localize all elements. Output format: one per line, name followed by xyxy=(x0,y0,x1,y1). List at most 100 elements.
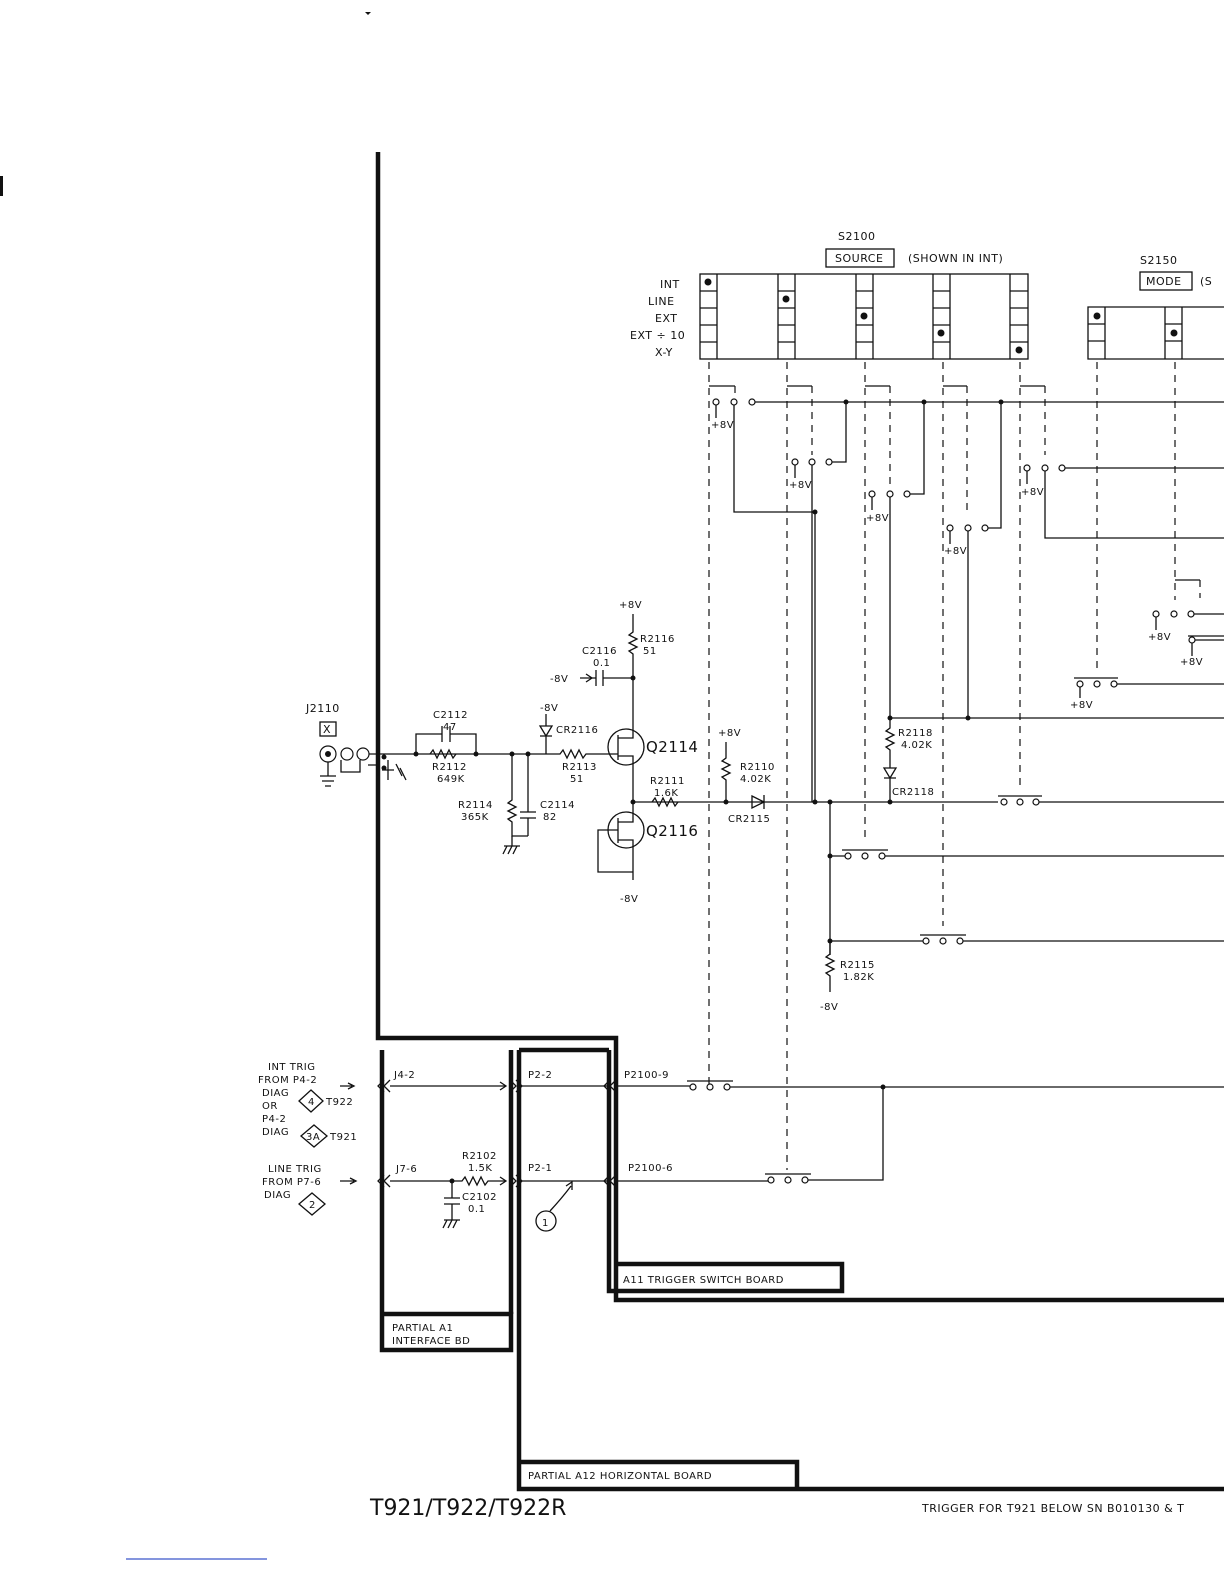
source-switch-body xyxy=(699,273,1029,360)
selected-xy-indicator xyxy=(1015,346,1023,354)
footer-caption: TRIGGER FOR T921 BELOW SN B010130 & T xyxy=(921,1502,1184,1515)
a12-board-label: PARTIAL A12 HORIZONTAL BOARD xyxy=(528,1471,712,1482)
mode-switch-note: (S xyxy=(1200,275,1212,288)
j2110-name: J2110 xyxy=(305,702,340,715)
c2102-ref: C2102 xyxy=(462,1192,497,1203)
r2115: R2115 1.82K -8V xyxy=(820,941,875,1013)
r2113-value: 51 xyxy=(570,774,584,785)
r2118-value: 4.02K xyxy=(901,740,932,751)
selected-int-indicator xyxy=(704,278,712,286)
int-trig-from: FROM P4-2 xyxy=(258,1075,317,1086)
top-mark xyxy=(365,12,371,15)
int-trig-label: INT TRIG xyxy=(268,1062,315,1073)
signal-wiring xyxy=(630,399,1224,955)
a11-board-outline xyxy=(606,1050,845,1294)
r2111-ref: R2111 xyxy=(650,776,685,787)
a12-board-outline xyxy=(516,1050,1224,1492)
c2114-value: 82 xyxy=(543,812,557,823)
int-trig-diag-2: DIAG xyxy=(262,1127,289,1138)
r2110-supply: +8V xyxy=(718,728,741,739)
c2102-value: 0.1 xyxy=(468,1204,485,1215)
int-trig-or: OR xyxy=(262,1101,278,1112)
line-diag-2: 2 xyxy=(309,1200,316,1211)
callout-1-number: 1 xyxy=(542,1218,549,1229)
switch-linkages xyxy=(708,362,1201,1170)
mode-switch-name: S2150 xyxy=(1140,254,1177,267)
j4-2-label: J4-2 xyxy=(393,1070,415,1081)
int-model-t922: T922 xyxy=(325,1097,353,1108)
r2116-value: 51 xyxy=(643,646,657,657)
r2114-ref: R2114 xyxy=(458,800,493,811)
a1-board-label-2: INTERFACE BD xyxy=(392,1336,470,1347)
int-diag-3a: 3A xyxy=(306,1132,320,1143)
r2110-ref: R2110 xyxy=(740,762,775,773)
q2114-q2116-stage: +8V R2116 51 -8V C2116 0.1 Q2114 Q2116 -… xyxy=(550,600,775,905)
svg-text:+8V: +8V xyxy=(711,420,734,431)
ground-bus xyxy=(375,152,1224,1303)
p2-2-label: P2-2 xyxy=(528,1070,552,1081)
a12-label-box xyxy=(519,1459,800,1489)
j2110-mark: X xyxy=(323,723,331,736)
c2112-ref: C2112 xyxy=(433,710,468,721)
mode-switch-label: MODE xyxy=(1146,275,1182,288)
r2112-ref: R2112 xyxy=(432,762,467,773)
cr2116-ref: CR2116 xyxy=(556,725,598,736)
r2112-value: 649K xyxy=(437,774,465,785)
j2110-input: J2110 X C2112 47 R2112 649K R2114 365K C… xyxy=(305,702,612,855)
svg-text:+8V: +8V xyxy=(1148,632,1171,643)
r2118-ref: R2118 xyxy=(898,728,933,739)
a1-board-label-1: PARTIAL A1 xyxy=(392,1323,453,1334)
svg-text:+8V: +8V xyxy=(1021,487,1044,498)
cr2118-ref: CR2118 xyxy=(892,787,934,798)
cr2115-ref: CR2115 xyxy=(728,814,770,825)
q2116-ref: Q2116 xyxy=(646,822,698,840)
r2111-value: 1.6K xyxy=(654,788,678,799)
line-trig-diag: DIAG xyxy=(264,1190,291,1201)
r2115-ref: R2115 xyxy=(840,960,875,971)
r2113-ref: R2113 xyxy=(562,762,597,773)
a1-board-outline xyxy=(379,1050,514,1353)
source-switch-grid xyxy=(700,274,1028,359)
svg-text:+8V: +8V xyxy=(1180,657,1203,668)
footer-models: T921/T922/T922R xyxy=(369,1496,566,1521)
mode-switch-body xyxy=(1087,306,1224,360)
r2102-value: 1.5K xyxy=(468,1163,492,1174)
position-int: INT xyxy=(660,278,680,291)
mode-switch-label-box xyxy=(1139,271,1193,291)
q2114-ref: Q2114 xyxy=(646,738,698,756)
source-switch[interactable]: S2100 SOURCE (SHOWN IN INT) INT LINE EXT… xyxy=(630,230,1029,360)
line-trig-input: LINE TRIG FROM P7-6 DIAG 2 J7-6 R2102 1.… xyxy=(262,1151,768,1229)
svg-text:+8V: +8V xyxy=(944,546,967,557)
int-diag-4: 4 xyxy=(308,1097,315,1108)
line-trig-from: FROM P7-6 xyxy=(262,1177,321,1188)
int-model-t921: T921 xyxy=(329,1132,357,1143)
q2116-supply: -8V xyxy=(620,894,638,905)
c2116-value: 0.1 xyxy=(593,658,610,669)
selected-ext10-indicator xyxy=(937,329,945,337)
c2114-ref: C2114 xyxy=(540,800,575,811)
r2118-cr2118: R2118 4.02K CR2118 xyxy=(882,718,934,805)
p2-1-label: P2-1 xyxy=(528,1163,552,1174)
r2102-ref: R2102 xyxy=(462,1151,497,1162)
c2116-supply: -8V xyxy=(550,674,568,685)
selected-ext-indicator xyxy=(860,312,868,320)
int-trig-diag: DIAG xyxy=(262,1088,289,1099)
position-line: LINE xyxy=(648,295,675,308)
mode-switch[interactable]: S2150 MODE (S xyxy=(1087,254,1224,360)
cr2116-supply: -8V xyxy=(540,703,558,714)
left-edge-mark xyxy=(0,176,3,196)
mode-indicator-2 xyxy=(1170,329,1178,337)
source-switch-name: S2100 xyxy=(838,230,875,243)
position-ext-div-10: EXT ÷ 10 xyxy=(630,329,685,342)
int-trig-alt: P4-2 xyxy=(262,1114,286,1125)
source-switch-note: (SHOWN IN INT) xyxy=(908,252,1003,265)
svg-text:+8V: +8V xyxy=(1070,700,1093,711)
c2116-ref: C2116 xyxy=(582,646,617,657)
c2112-value: 47 xyxy=(443,722,457,733)
position-x-y: X-Y xyxy=(655,346,673,359)
svg-text:+8V: +8V xyxy=(789,480,812,491)
source-switch-label: SOURCE xyxy=(835,252,883,265)
position-ext: EXT xyxy=(655,312,678,325)
r2110-value: 4.02K xyxy=(740,774,771,785)
